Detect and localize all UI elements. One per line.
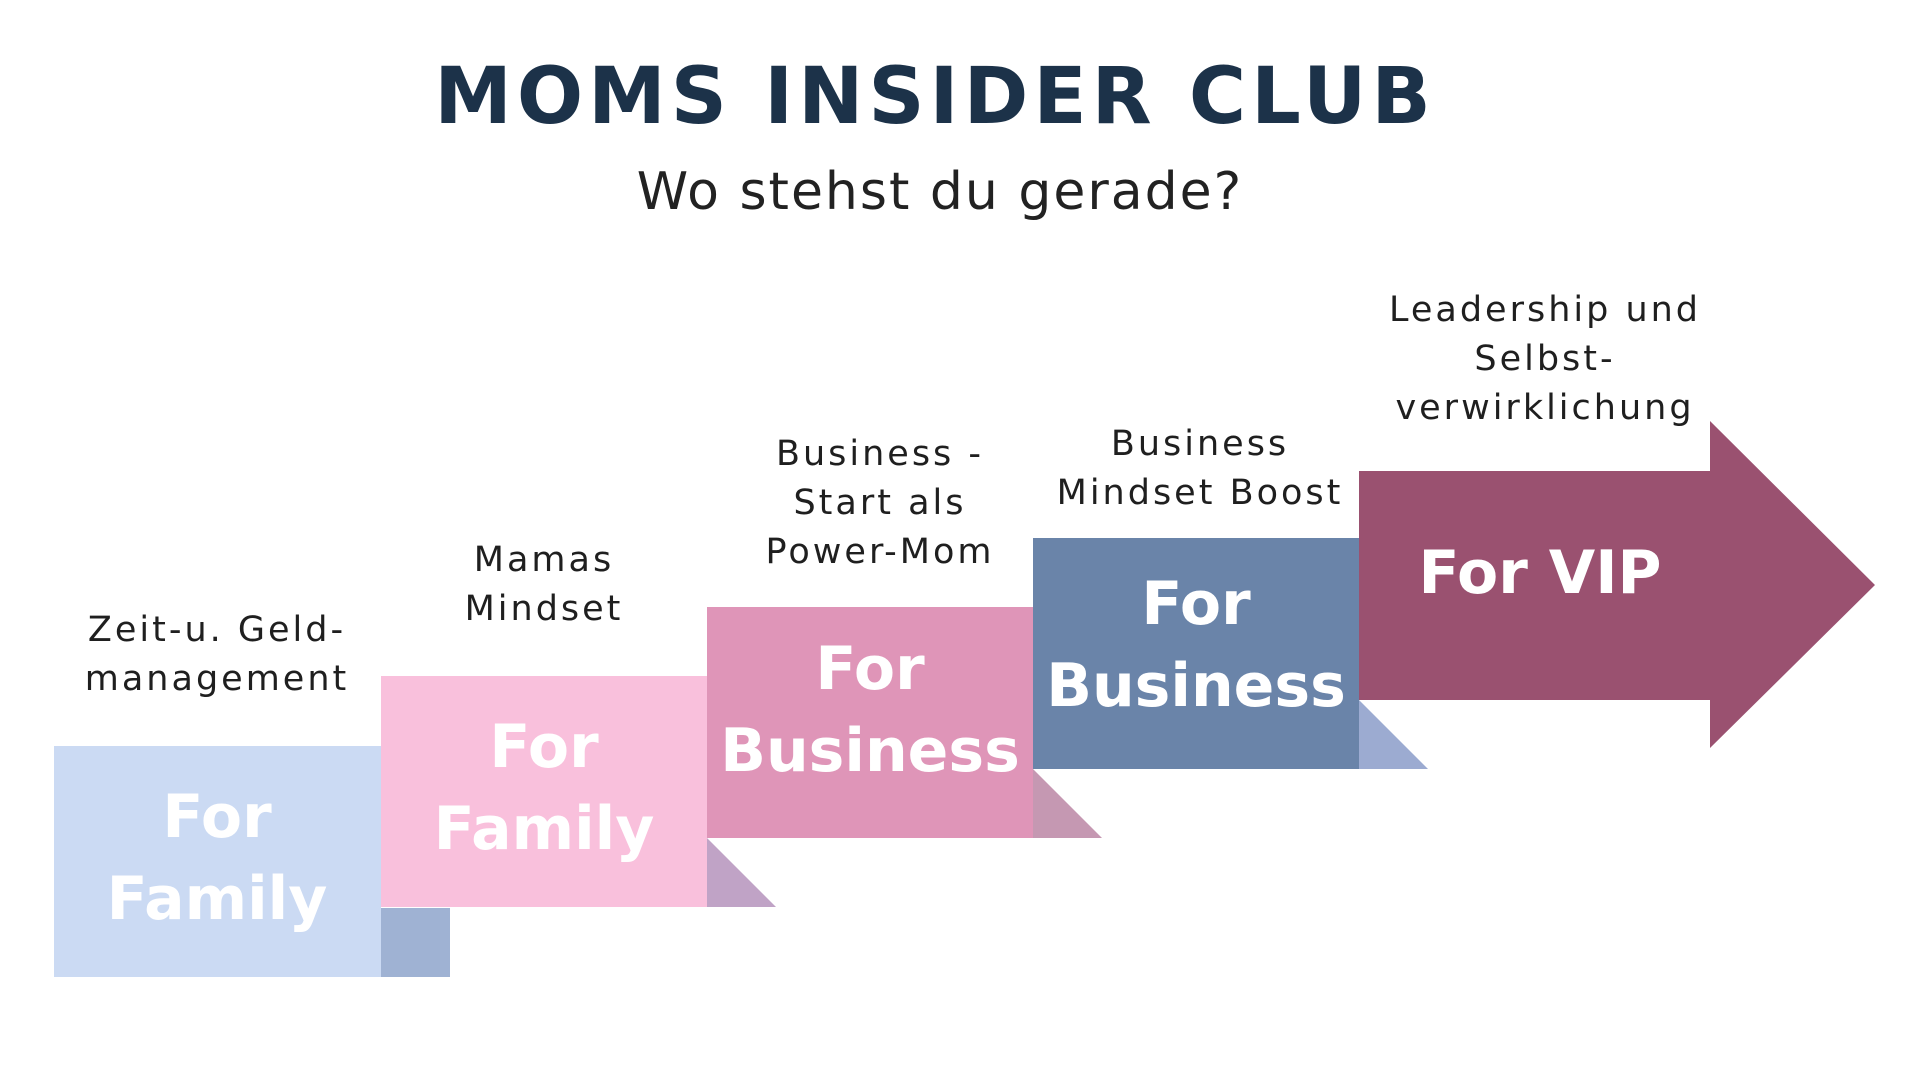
step-1-label: Zeit-u. Geld- management — [84, 610, 350, 699]
step-3-block — [707, 607, 1033, 838]
step-5-block-text: For VIP — [1418, 538, 1662, 608]
step-3-label: Business - Start als Power-Mom — [765, 434, 995, 572]
step-4-fold — [1359, 700, 1428, 769]
step-5-arrow — [1359, 421, 1875, 748]
page-subtitle: Wo stehst du gerade? — [636, 162, 1244, 222]
step-2-label: Mamas Mindset — [464, 540, 624, 629]
step-4-label: Business Mindset Boost — [1056, 424, 1344, 513]
step-4-block — [1033, 538, 1359, 769]
step-2-fold — [707, 838, 776, 907]
step-1-block — [54, 746, 381, 977]
page-title: MOMS INSIDER CLUB — [434, 52, 1436, 142]
step-4-block-text: For Business — [1046, 569, 1346, 721]
step-2-block — [381, 676, 707, 907]
step-3-fold — [1033, 769, 1102, 838]
step-2-block-text: For Family — [433, 712, 655, 864]
step-3-block-text: For Business — [720, 634, 1020, 786]
step-1-fold — [381, 908, 450, 977]
step-5-label: Leadership und Selbst- verwirklichung — [1388, 290, 1702, 428]
step-1-block-text: For Family — [106, 782, 328, 934]
